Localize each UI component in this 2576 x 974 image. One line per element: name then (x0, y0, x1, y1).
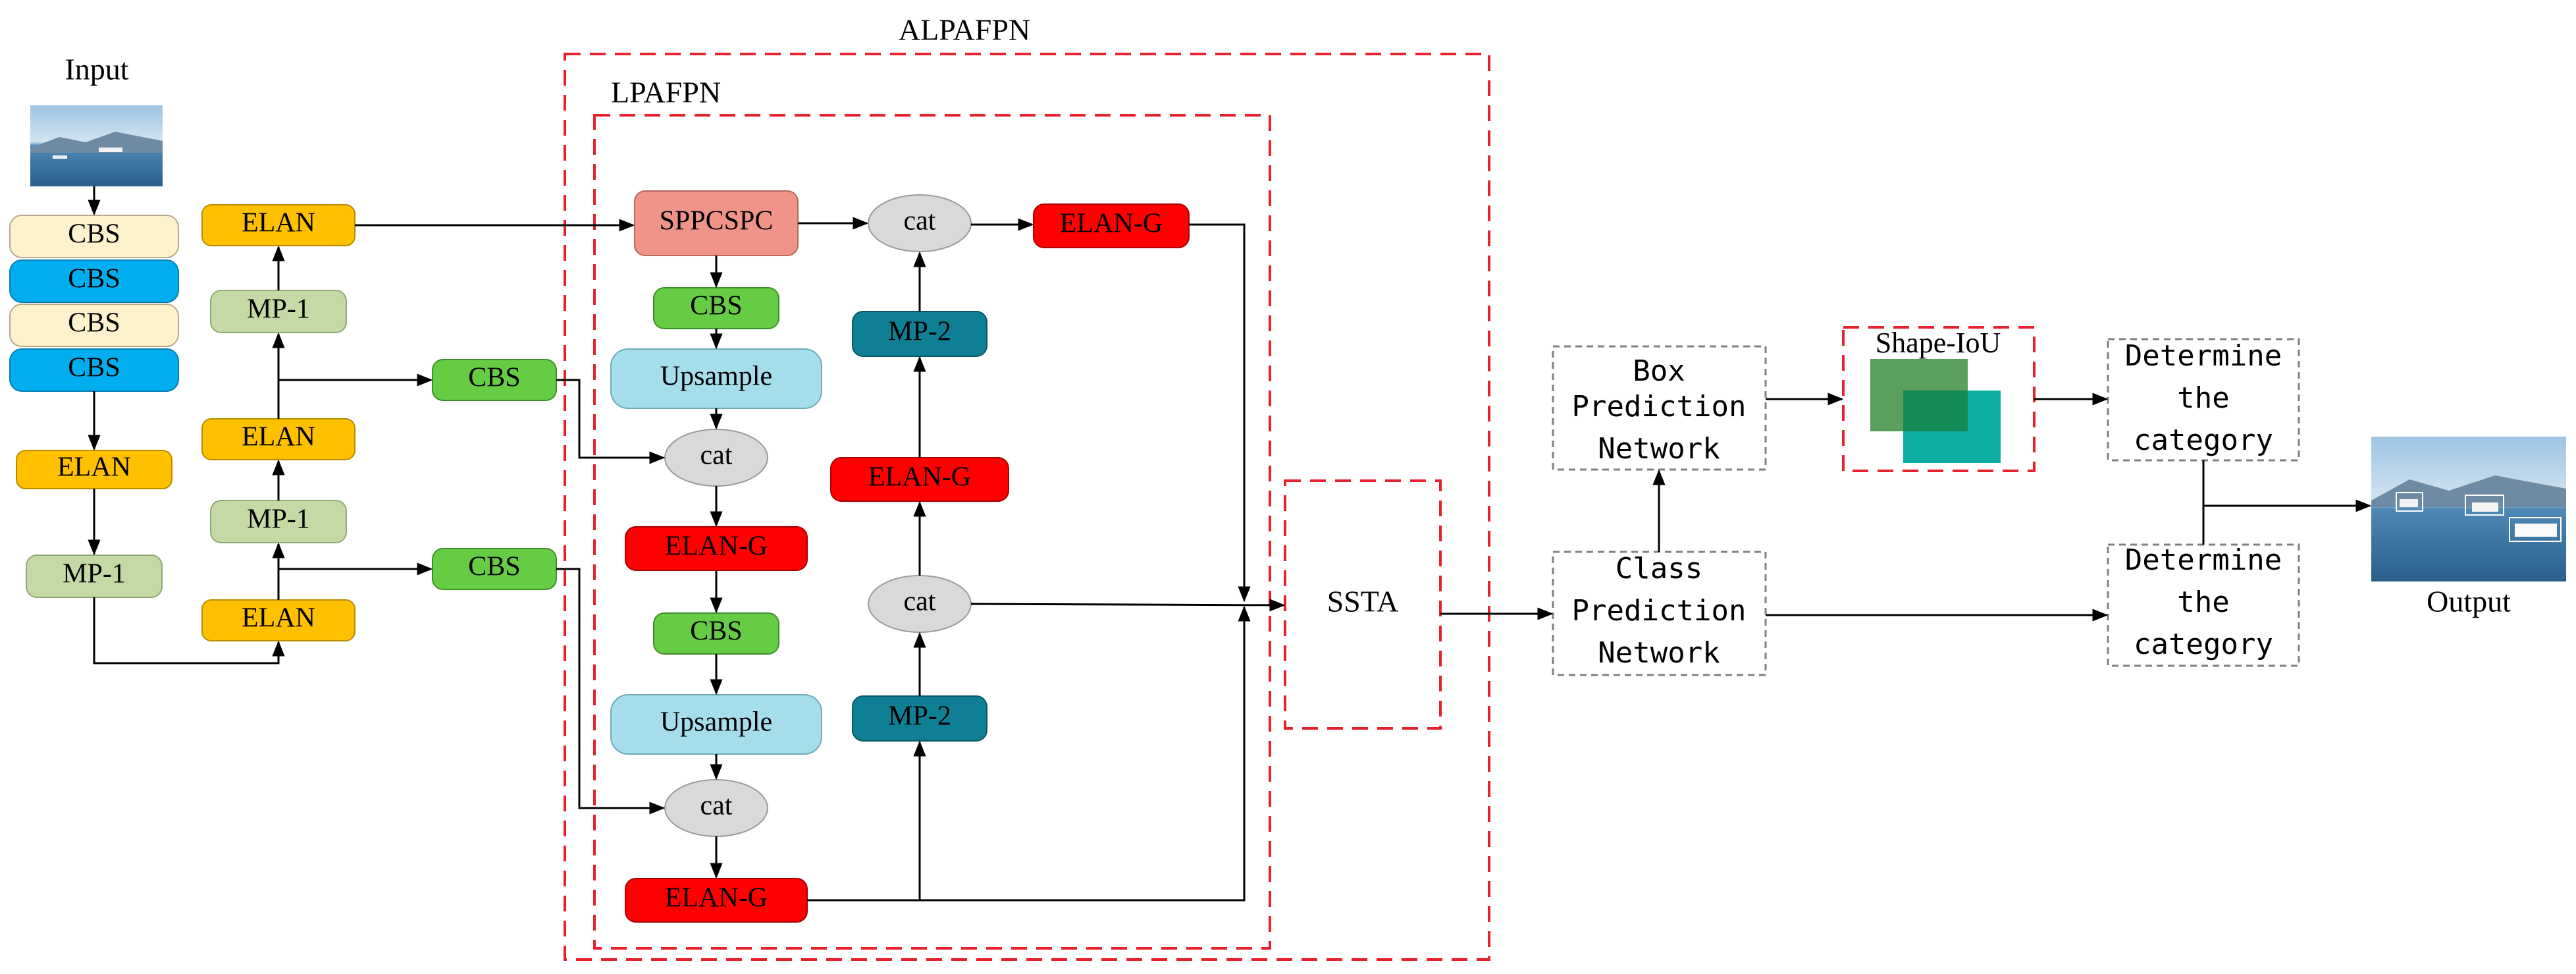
backbone-elan-3: ELAN (201, 418, 355, 460)
neck-cat-a: cat (664, 429, 768, 487)
backbone-cbs-1-label: CBS (68, 219, 120, 250)
class-net-line-2: Prediction (1572, 594, 1747, 628)
neck-mp2-low-label: MP-2 (888, 701, 951, 732)
determine-top-line-1: Determine (2125, 339, 2282, 373)
box-net-line-1: Box (1633, 354, 1685, 388)
neck-elan-g-a: ELAN-G (625, 526, 808, 571)
backbone-mp1-2: MP-1 (210, 290, 347, 333)
backbone-elan-1: ELAN (16, 450, 172, 489)
determine-top-line-2: the (2177, 381, 2229, 415)
determine-top-line-3: category (2134, 423, 2273, 457)
backbone-elan-4-label: ELAN (242, 603, 315, 634)
lpafpn-label: LPAFPN (611, 76, 721, 109)
backbone-cbs-lateral-2: CBS (432, 548, 557, 590)
backbone-cbs-lateral-2-label: CBS (468, 552, 520, 582)
neck-sppcspc: SPPCSPC (634, 190, 799, 256)
backbone-cbs-4: CBS (9, 348, 179, 392)
neck-elan-g-b-label: ELAN-G (665, 883, 768, 913)
neck-cbs-a: CBS (653, 287, 779, 329)
backbone-elan-1-label: ELAN (57, 452, 131, 483)
neck-elan-g-d: ELAN-G (1033, 203, 1190, 248)
neck-cat-c: cat (868, 575, 972, 633)
determine-bottom-line-2: the (2177, 585, 2229, 619)
ssta-label: SSTA (1327, 585, 1399, 618)
neck-elan-g-c: ELAN-G (830, 457, 1009, 502)
neck-elan-g-d-label: ELAN-G (1060, 209, 1163, 239)
backbone-elan-4: ELAN (201, 599, 355, 641)
determine-category-bottom: Determine the category (2107, 543, 2300, 667)
backbone-elan-2-label: ELAN (242, 208, 315, 238)
neck-cat-c-label: cat (904, 587, 936, 617)
neck-cbs-b-label: CBS (690, 616, 742, 647)
backbone-mp1-3-label: MP-1 (247, 504, 310, 535)
neck-cat-d-label: cat (904, 206, 936, 236)
detection-box-1 (2396, 492, 2423, 512)
class-prediction-network: Class Prediction Network (1552, 551, 1767, 676)
input-image (30, 105, 163, 186)
backbone-mp1-1: MP-1 (26, 555, 163, 598)
backbone-elan-3-label: ELAN (242, 422, 315, 452)
determine-bottom-line-3: category (2134, 628, 2273, 661)
detection-box-3 (2509, 517, 2562, 542)
neck-elan-g-a-label: ELAN-G (665, 531, 768, 562)
shape-iou-box: Shape-IoU (1842, 326, 2036, 472)
neck-upsample-b: Upsample (610, 694, 822, 755)
connectors (88, 186, 2372, 902)
shape-iou-label: Shape-IoU (1876, 327, 2001, 359)
neck-cat-b-label: cat (700, 791, 733, 821)
neck-cat-d: cat (868, 194, 972, 252)
backbone-mp1-2-label: MP-1 (247, 294, 310, 325)
neck-cat-b: cat (664, 779, 768, 837)
neck-elan-g-c-label: ELAN-G (868, 462, 971, 493)
class-net-line-3: Network (1598, 636, 1720, 670)
neck-sppcspc-label: SPPCSPC (660, 206, 774, 236)
output-image (2371, 437, 2566, 582)
alpafpn-group (564, 53, 1490, 961)
output-label: Output (2427, 585, 2511, 618)
box-prediction-network: Box Prediction Network (1552, 345, 1767, 471)
neck-upsample-a: Upsample (610, 348, 822, 409)
class-net-line-1: Class (1616, 552, 1702, 585)
neck-mp2-high-label: MP-2 (888, 317, 951, 347)
box-net-line-2: Prediction (1572, 390, 1747, 423)
input-label: Input (65, 53, 128, 86)
backbone-elan-2: ELAN (201, 204, 355, 246)
backbone-cbs-lateral-1: CBS (432, 359, 557, 401)
neck-mp2-high: MP-2 (852, 311, 987, 357)
neck-cat-a-label: cat (700, 441, 733, 471)
backbone-mp1-1-label: MP-1 (63, 559, 126, 589)
backbone-cbs-2-label: CBS (68, 264, 120, 294)
backbone-cbs-1: CBS (9, 215, 179, 258)
backbone-cbs-4-label: CBS (68, 353, 120, 383)
lpafpn-group (593, 114, 1271, 950)
neck-upsample-a-label: Upsample (660, 362, 772, 392)
backbone-cbs-3-label: CBS (68, 308, 120, 338)
neck-upsample-b-label: Upsample (660, 707, 772, 738)
backbone-cbs-lateral-1-label: CBS (468, 363, 520, 393)
detection-box-2 (2465, 495, 2504, 516)
iou-overlap (1903, 391, 1968, 431)
neck-elan-g-b: ELAN-G (625, 878, 808, 923)
backbone-mp1-3: MP-1 (210, 500, 347, 543)
neck-cbs-a-label: CBS (690, 291, 742, 321)
backbone-cbs-2: CBS (9, 259, 179, 303)
determine-category-top: Determine the category (2107, 338, 2300, 462)
backbone-cbs-3: CBS (9, 304, 179, 347)
determine-bottom-line-1: Determine (2125, 543, 2282, 577)
neck-mp2-low: MP-2 (852, 695, 987, 742)
box-net-line-3: Network (1598, 432, 1720, 466)
alpafpn-label: ALPAFPN (899, 13, 1030, 47)
neck-cbs-b: CBS (653, 612, 779, 655)
